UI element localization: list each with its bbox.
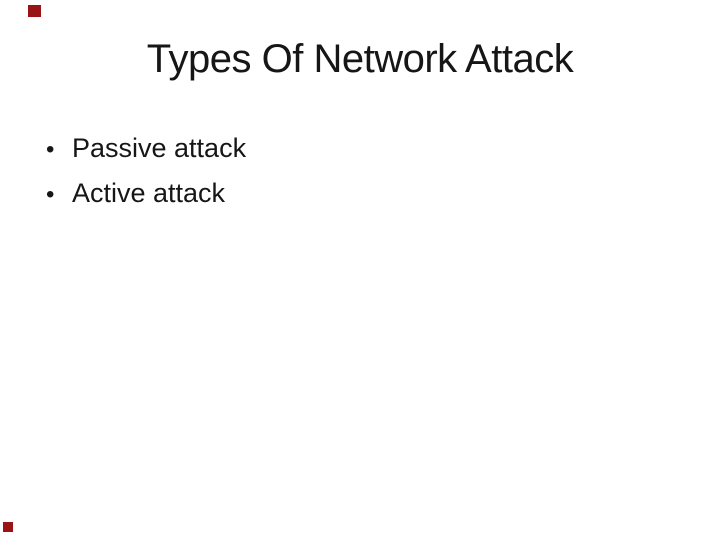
slide-title: Types Of Network Attack [146, 37, 574, 81]
bullet-text: Active attack [72, 178, 226, 208]
list-item: • Active attack [46, 178, 246, 209]
red-corner-marker-bottom-left [3, 522, 13, 532]
bullet-text: Passive attack [72, 133, 247, 163]
red-corner-marker-top-left [28, 5, 41, 17]
bullet-list: • Passive attack • Active attack [46, 135, 246, 225]
bullet-icon: • [46, 181, 55, 208]
list-item: • Passive attack [46, 133, 247, 164]
bullet-icon: • [46, 136, 55, 163]
